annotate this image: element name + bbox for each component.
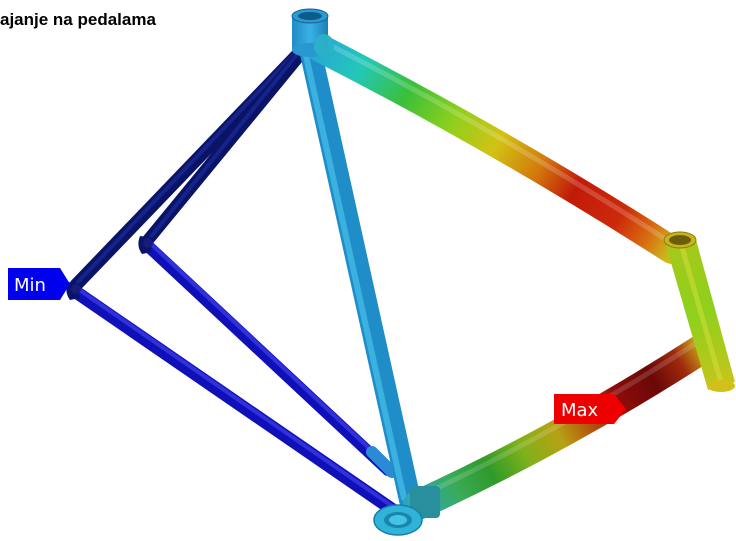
chain-stay-inner	[142, 240, 398, 478]
max-label: Max	[561, 400, 599, 421]
down-tube	[403, 335, 715, 520]
seat-tube	[297, 29, 421, 511]
min-marker: Min	[8, 268, 70, 300]
top-tube	[306, 34, 686, 264]
bottom-bracket	[373, 486, 440, 536]
min-label: Min	[14, 275, 46, 296]
chain-stay-outer	[69, 285, 400, 517]
diagram-title: ajanje na pedalama	[0, 10, 156, 29]
seat-stay-outer	[69, 45, 307, 292]
seat-cluster	[291, 8, 334, 58]
head-tube	[663, 231, 735, 392]
rear-dropout-right	[138, 236, 156, 254]
rear-dropout-left	[66, 282, 82, 300]
max-marker: Max	[554, 394, 626, 424]
seat-stay-inner	[142, 49, 306, 246]
